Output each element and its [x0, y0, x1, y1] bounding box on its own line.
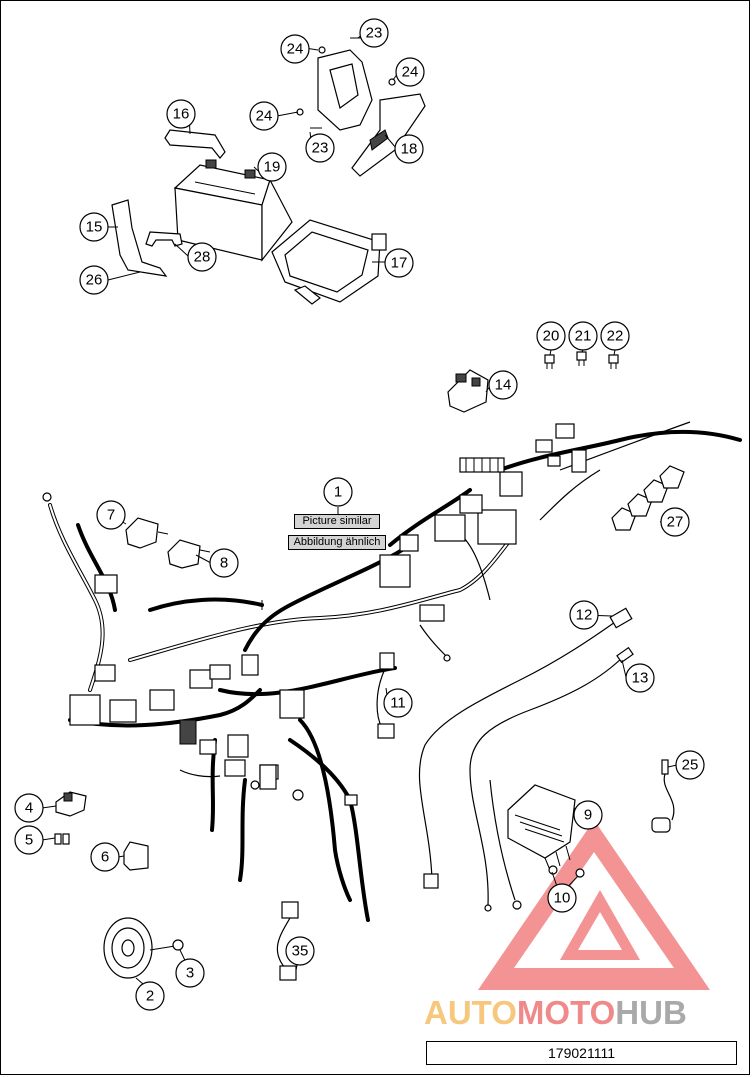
svg-text:24: 24	[402, 64, 419, 81]
svg-text:14: 14	[495, 377, 512, 394]
callout-10: 10	[547, 883, 577, 913]
svg-text:19: 19	[264, 159, 281, 176]
screw-3-part	[172, 939, 184, 951]
cable-13-part	[469, 646, 634, 912]
main-harness-1-part	[42, 421, 742, 922]
callout-24-left-mid: 24	[249, 101, 279, 131]
watermark-hub: HUB	[615, 994, 687, 1031]
callout-11: 11	[383, 688, 413, 718]
watermark-moto: MOTO	[516, 994, 616, 1031]
callout-6: 6	[90, 842, 120, 872]
relay-8-part	[167, 539, 211, 569]
svg-text:3: 3	[186, 965, 194, 982]
svg-text:24: 24	[256, 108, 273, 125]
callout-18: 18	[394, 134, 424, 164]
note-picture-similar: Picture similar	[294, 514, 380, 529]
relay-7-part	[125, 517, 169, 549]
callout-27: 27	[660, 507, 690, 537]
regulator-9-part	[507, 784, 585, 878]
bracket-18-part	[296, 37, 426, 177]
svg-text:23: 23	[312, 140, 329, 157]
svg-text:21: 21	[575, 328, 592, 345]
battery-19-part	[173, 159, 293, 262]
svg-text:17: 17	[391, 255, 408, 272]
svg-text:1: 1	[334, 484, 342, 501]
battery-box-17-part	[271, 219, 387, 305]
svg-text:5: 5	[25, 832, 33, 849]
svg-text:6: 6	[101, 849, 109, 866]
svg-text:13: 13	[632, 670, 649, 687]
callout-4: 4	[14, 793, 44, 823]
callout-26: 26	[79, 265, 109, 295]
svg-text:9: 9	[584, 807, 592, 824]
callout-24-right: 24	[395, 57, 425, 87]
horn-2-part	[103, 917, 176, 979]
callout-17: 17	[384, 248, 414, 278]
svg-text:16: 16	[173, 106, 190, 123]
callout-22: 22	[600, 321, 630, 351]
svg-text:24: 24	[287, 41, 304, 58]
note-abbildung-aehnlich: Abbildung ähnlich	[288, 535, 386, 550]
callout-5: 5	[14, 825, 44, 855]
callout-21: 21	[568, 321, 598, 351]
fuses-20-22-part	[544, 351, 619, 369]
callout-24-left-top: 24	[280, 34, 310, 64]
callout-13: 13	[625, 663, 655, 693]
cable-12-part	[418, 607, 633, 889]
svg-text:23: 23	[366, 25, 383, 42]
part-6	[123, 841, 149, 871]
callout-1: 1	[323, 477, 353, 507]
callout-3: 3	[175, 958, 205, 988]
svg-text:22: 22	[607, 328, 624, 345]
cable-35-part	[276, 901, 299, 981]
svg-text:10: 10	[554, 890, 571, 907]
svg-text:28: 28	[194, 249, 211, 266]
watermark-auto: AUTO	[424, 994, 517, 1031]
callout-12: 12	[569, 600, 599, 630]
svg-text:18: 18	[401, 141, 418, 158]
svg-text:26: 26	[86, 272, 103, 289]
svg-text:25: 25	[682, 757, 699, 774]
svg-text:8: 8	[220, 555, 228, 572]
svg-text:7: 7	[107, 507, 115, 524]
svg-text:12: 12	[576, 607, 593, 624]
watermark-triangle	[478, 820, 710, 990]
callout-8: 8	[209, 548, 239, 578]
svg-text:27: 27	[667, 514, 684, 531]
callout-15: 15	[79, 212, 109, 242]
cable-11-part	[376, 652, 395, 739]
callout-19: 19	[257, 152, 287, 182]
part-4	[55, 791, 87, 817]
sensor-25-part	[651, 759, 675, 833]
callout-16: 16	[166, 99, 196, 129]
callout-9: 9	[573, 800, 603, 830]
svg-text:4: 4	[25, 800, 33, 817]
callout-14: 14	[488, 370, 518, 400]
starter-relay-14-part	[447, 369, 489, 413]
callout-23-bottom: 23	[305, 133, 335, 163]
callout-35: 35	[285, 936, 315, 966]
bracket-16-part	[164, 129, 226, 159]
callout-23-top: 23	[359, 18, 389, 48]
bracket-15-part	[111, 199, 183, 277]
callout-28: 28	[187, 242, 217, 272]
watermark-text: AUTOMOTOHUB	[424, 994, 750, 1034]
part-number-box: 179021111	[426, 1041, 737, 1065]
svg-text:20: 20	[543, 328, 560, 345]
callout-2: 2	[135, 981, 165, 1011]
relays-27-part	[611, 465, 685, 531]
callout-20: 20	[536, 321, 566, 351]
callout-7: 7	[96, 500, 126, 530]
screws-5-part	[54, 833, 70, 845]
svg-text:15: 15	[86, 219, 103, 236]
svg-text:2: 2	[146, 988, 154, 1005]
callout-25: 25	[675, 750, 705, 780]
svg-text:11: 11	[390, 695, 406, 712]
svg-text:35: 35	[292, 943, 309, 960]
